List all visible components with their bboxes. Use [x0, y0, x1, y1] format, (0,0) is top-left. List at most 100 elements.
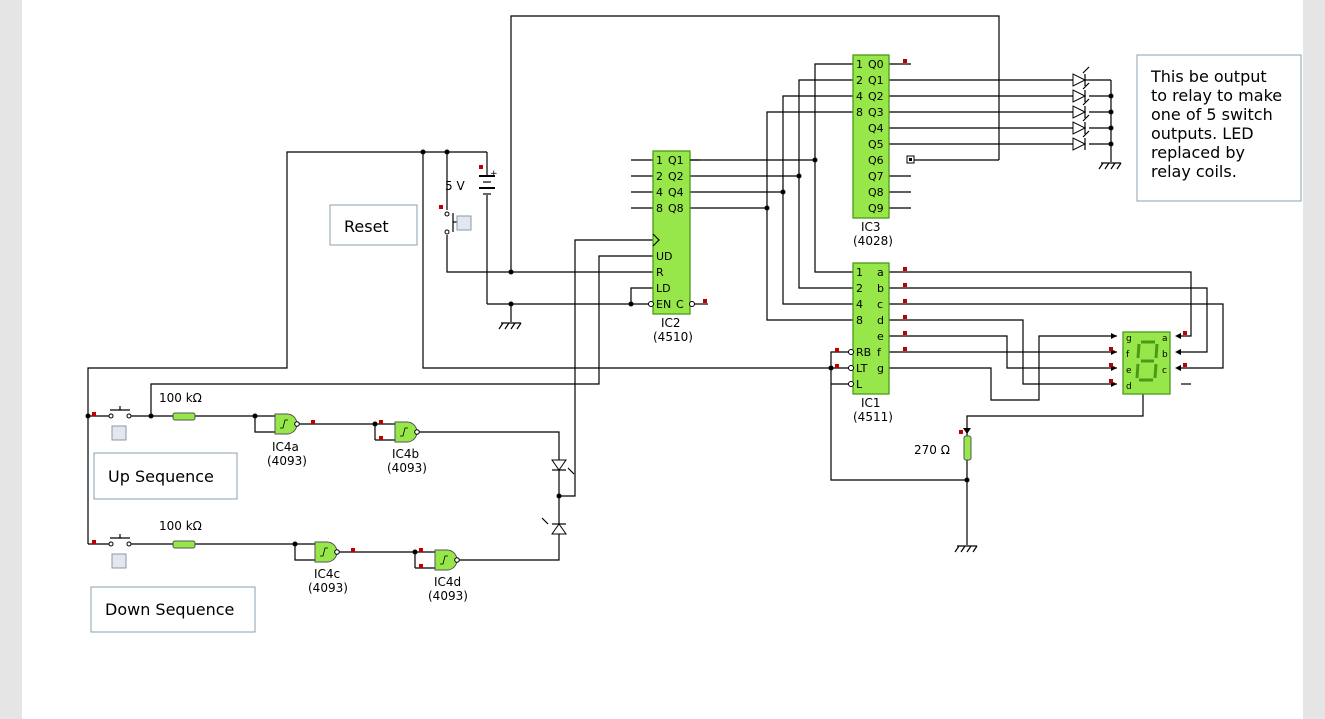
svg-text:Q4: Q4 [668, 186, 684, 199]
up-diode [551, 459, 575, 475]
svg-text:8: 8 [856, 106, 863, 119]
note-line-5: replaced by [1151, 143, 1245, 162]
svg-text:LD: LD [656, 282, 671, 295]
svg-text:Q8: Q8 [668, 202, 684, 215]
note-line-1: This be output [1150, 67, 1267, 86]
ground-icon [1098, 162, 1122, 170]
down-button-square[interactable] [111, 553, 127, 569]
svg-text:Q7: Q7 [868, 170, 884, 183]
svg-text:1: 1 [656, 154, 663, 167]
svg-text:c: c [1162, 366, 1167, 376]
svg-text:2: 2 [856, 74, 863, 87]
ic4b-gate: IC4b (4093) [379, 420, 427, 475]
resistor-270: 270 Ω [914, 428, 972, 461]
svg-text:g: g [1126, 334, 1132, 344]
svg-text:b: b [1162, 350, 1168, 360]
svg-text:Q2: Q2 [868, 90, 884, 103]
ic4c-name: IC4c [314, 567, 340, 581]
ic3-4028: 1 2 4 8 Q0 Q1 Q2 Q3 Q4 Q5 Q6 Q7 Q8 Q9 IC… [852, 54, 915, 248]
wires [87, 15, 1224, 569]
svg-text:a: a [877, 266, 884, 279]
reset-label-box: Reset [329, 204, 418, 246]
svg-text:+: + [490, 169, 498, 179]
svg-text:8: 8 [856, 314, 863, 327]
ic1-part: (4511) [853, 410, 893, 424]
svg-text:Q1: Q1 [668, 154, 684, 167]
ic2-name: IC2 [661, 316, 681, 330]
seven-segment-display: g f e d a b c [1109, 331, 1187, 395]
led-array [1072, 66, 1090, 151]
r3-label: 270 Ω [914, 443, 950, 457]
r2-label: 100 kΩ [159, 519, 202, 533]
svg-text:f: f [1126, 350, 1130, 360]
led-icon [1072, 98, 1090, 119]
ic1-name: IC1 [861, 396, 881, 410]
svg-text:RB: RB [856, 346, 871, 359]
circuit-diagram: + 5 V 1 2 4 8 Q1 Q2 Q4 Q8 UD R LD EN C I… [85, 15, 1302, 633]
svg-text:R: R [656, 266, 664, 279]
note-line-3: one of 5 switch [1151, 105, 1273, 124]
svg-text:e: e [877, 330, 884, 343]
down-switch[interactable] [92, 534, 132, 569]
led-icon [1072, 114, 1090, 135]
down-sequence-label-box: Down Sequence [90, 586, 256, 633]
up-sequence-label: Up Sequence [108, 467, 214, 486]
note-line-6: relay coils. [1151, 162, 1237, 181]
reset-button-square[interactable] [456, 215, 472, 231]
note-box: This be output to relay to make one of 5… [1136, 54, 1302, 202]
note-line-4: outputs. LED [1151, 124, 1254, 143]
svg-text:g: g [877, 362, 884, 375]
svg-text:Q9: Q9 [868, 202, 884, 215]
ground-icon [498, 322, 522, 330]
led-icon [1072, 130, 1090, 151]
svg-text:Q6: Q6 [868, 154, 884, 167]
supply-label: 5 V [445, 179, 465, 193]
svg-text:1: 1 [856, 266, 863, 279]
svg-text:LT: LT [856, 362, 868, 375]
schematic-sheet: + 5 V 1 2 4 8 Q1 Q2 Q4 Q8 UD R LD EN C I… [22, 0, 1303, 719]
ic2-part: (4510) [653, 330, 693, 344]
note-line-2: to relay to make [1151, 86, 1282, 105]
svg-text:e: e [1126, 366, 1132, 376]
svg-text:c: c [877, 298, 883, 311]
svg-text:f: f [877, 346, 882, 359]
ground-icon [954, 545, 978, 553]
ic4d-part: (4093) [428, 589, 468, 603]
svg-text:2: 2 [656, 170, 663, 183]
svg-text:Q8: Q8 [868, 186, 884, 199]
reset-switch[interactable] [439, 205, 472, 235]
ic4b-part: (4093) [387, 461, 427, 475]
junction-dots [85, 93, 1114, 555]
svg-text:C: C [676, 298, 684, 311]
svg-text:8: 8 [656, 202, 663, 215]
svg-text:4: 4 [856, 298, 863, 311]
svg-text:L: L [856, 378, 863, 391]
led-icon [1072, 66, 1090, 87]
svg-text:b: b [877, 282, 884, 295]
svg-text:1: 1 [856, 58, 863, 71]
resistor-100k-down: 100 kΩ [159, 519, 202, 549]
svg-text:a: a [1162, 334, 1168, 344]
r1-label: 100 kΩ [159, 391, 202, 405]
ic1-4511: 1 2 4 8 RB LT L a b c d e f g IC1 (4511) [835, 262, 907, 424]
svg-text:Q0: Q0 [868, 58, 884, 71]
ic3-part: (4028) [853, 234, 893, 248]
ic4a-name: IC4a [272, 440, 299, 454]
ic4d-gate: IC4d (4093) [419, 548, 468, 603]
ic4b-name: IC4b [392, 447, 419, 461]
up-button-square[interactable] [111, 425, 127, 441]
ic3-name: IC3 [861, 220, 881, 234]
ic4c-part: (4093) [308, 581, 348, 595]
reset-label: Reset [344, 217, 389, 236]
ground-symbols [498, 162, 1122, 553]
svg-text:EN: EN [656, 298, 671, 311]
up-switch[interactable] [92, 406, 132, 441]
svg-text:2: 2 [856, 282, 863, 295]
svg-text:d: d [1126, 382, 1132, 392]
resistor-100k-up: 100 kΩ [159, 391, 202, 421]
svg-text:4: 4 [656, 186, 663, 199]
svg-text:Q2: Q2 [668, 170, 684, 183]
svg-text:Q5: Q5 [868, 138, 884, 151]
ic4a-part: (4093) [267, 454, 307, 468]
svg-text:4: 4 [856, 90, 863, 103]
